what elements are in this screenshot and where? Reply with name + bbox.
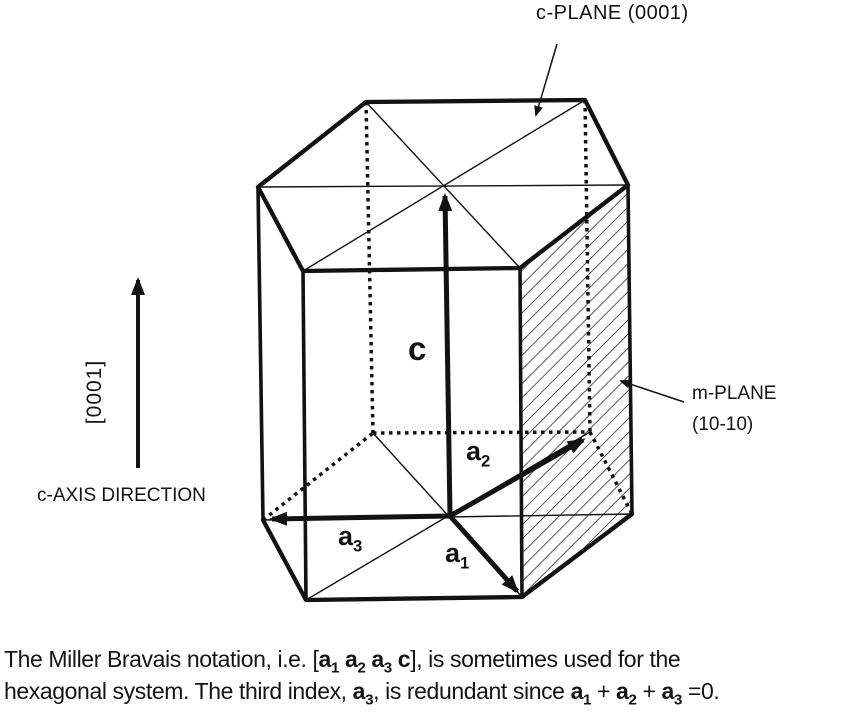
a2-base: a: [466, 436, 482, 466]
a3-subscript: 3: [353, 536, 363, 556]
m-plane-leader-arrow: [619, 379, 685, 403]
m-plane-hatched-face: [520, 185, 632, 597]
a2-subscript: 2: [481, 451, 491, 471]
caption-vector-a3: a3: [352, 678, 374, 709]
caption-vector-a2: a2: [344, 646, 366, 677]
caption-text: The Miller Bravais notation, i.e. [: [4, 646, 319, 672]
caption-vector-c: c: [397, 646, 411, 672]
bottom-face-outline: [260, 511, 635, 603]
prism-edges: [255, 97, 635, 603]
m-plane-label-line2: (10-10): [692, 414, 754, 435]
hidden-vertical-edge-left: [364, 101, 375, 434]
caption-line-2: hexagonal system. The third index, a3, i…: [4, 675, 865, 709]
c-vector-arrow: [438, 193, 453, 517]
caption-vector-a1: a1: [570, 678, 592, 709]
caption-text: +: [636, 678, 662, 704]
hidden-bottom-edge-left: [261, 431, 375, 522]
c-plane-label: c-PLANE (0001): [536, 2, 689, 24]
vertical-edge-front-left: [301, 269, 308, 602]
caption-vector-a3: a3: [661, 678, 683, 709]
hidden-bottom-edge-back: [372, 430, 591, 435]
m-plane-label-line1: m-PLANE: [692, 383, 777, 404]
caption-text: +: [591, 678, 617, 704]
a1-vector-arrow: [448, 514, 519, 594]
a2-vector-label: a2: [466, 436, 491, 471]
axis-bracket-label: [0001]: [83, 359, 106, 425]
a3-base: a: [338, 521, 354, 551]
leader-arrows: [534, 43, 685, 403]
a2-vector-arrow: [448, 437, 586, 519]
caption-vector-a2: a2: [616, 678, 637, 709]
a3-vector-arrow: [269, 511, 451, 526]
vertical-edge-right: [626, 183, 634, 516]
top-face-diagonal-tlbr: [365, 101, 521, 269]
lattice-vector-arrows: [131, 193, 586, 594]
c-plane-leader-arrow: [534, 43, 558, 117]
a1-base: a: [445, 538, 461, 568]
vertical-edge-front-right: [518, 266, 524, 599]
top-face-diagonal-trbl: [302, 99, 586, 272]
caption-vector-a1: a1: [318, 646, 340, 677]
vertical-edge-left: [256, 185, 265, 522]
a1-vector-label: a1: [445, 538, 470, 573]
caption-vector-a3: a3: [371, 646, 392, 677]
caption-text: =0.: [681, 678, 720, 704]
a1-subscript: 1: [460, 553, 470, 573]
c-vector-label: c: [408, 330, 427, 367]
caption-text: , is redundant since: [373, 678, 571, 704]
a3-vector-label: a3: [338, 521, 363, 556]
caption-text: ], is sometimes used for the: [410, 646, 681, 672]
c-axis-direction-label: c-AXIS DIRECTION: [37, 485, 206, 506]
m-plane-label: m-PLANE (10-10): [692, 378, 776, 440]
caption-text: hexagonal system. The third index,: [4, 678, 353, 704]
